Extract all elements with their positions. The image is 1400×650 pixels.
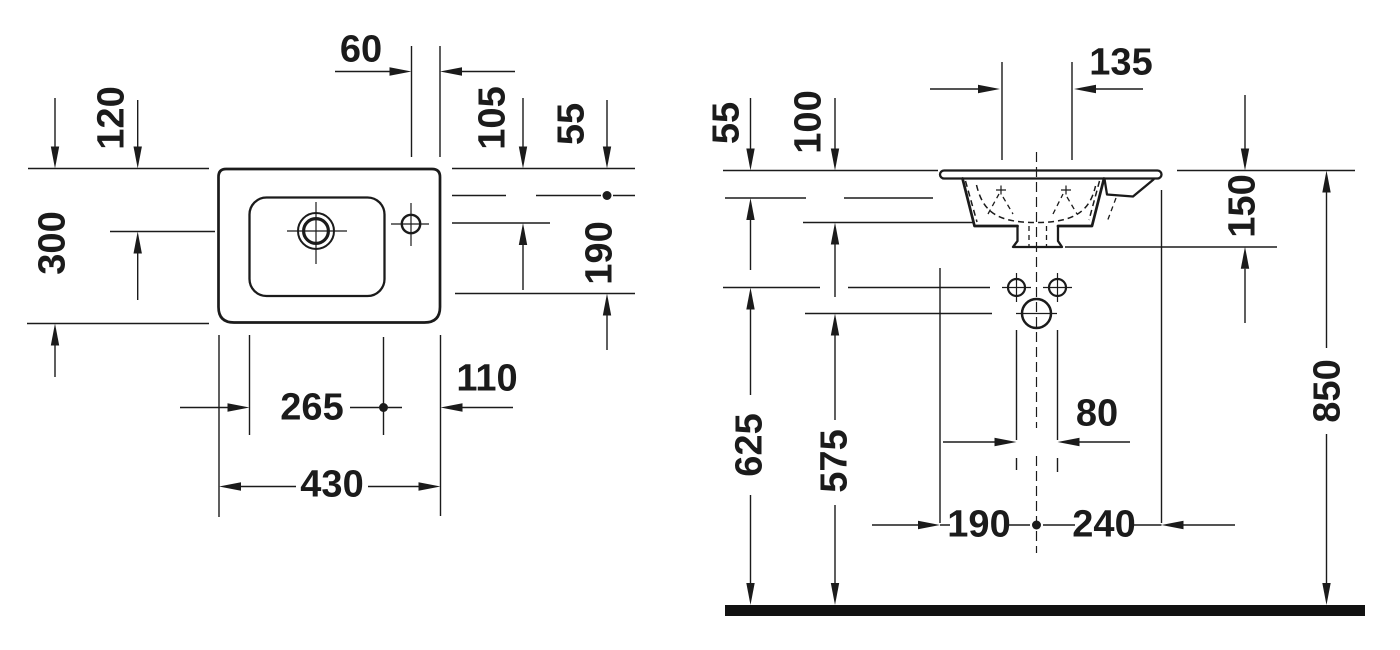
fixing-hole-left xyxy=(1002,273,1031,302)
dim-plan-depth-label: 300 xyxy=(31,211,73,274)
dim-plan-rim-to-bowl-label: 55 xyxy=(550,103,592,145)
front-view: 135 55 100 150 625 xyxy=(705,41,1365,616)
dim-front-axis-position: 190 240 xyxy=(872,503,1235,545)
body-profile xyxy=(961,177,1155,249)
outlet-hole xyxy=(1016,297,1057,330)
dim-plan-width: 430 xyxy=(219,463,441,505)
dim-front-fixing-spacing-label: 80 xyxy=(1076,392,1118,434)
plan-extension-lines xyxy=(27,46,635,517)
dim-plan-bowl-width: 265 xyxy=(180,386,402,428)
dim-front-install-height-label: 850 xyxy=(1306,359,1348,422)
fixing-bracket-right xyxy=(1052,185,1078,215)
hidden-lines xyxy=(964,180,1117,247)
dim-front-axis-to-edge-label: 240 xyxy=(1072,503,1135,545)
dim-front-fixing-height-label: 625 xyxy=(728,413,770,476)
dim-plan-rim-to-drain-label: 120 xyxy=(90,86,132,149)
dim-front-outlet-depth-label: 150 xyxy=(1221,174,1263,237)
basin-outline xyxy=(217,167,442,324)
dim-front-install-height: 850 xyxy=(1306,170,1348,605)
dim-plan-bowl-depth-label: 190 xyxy=(578,221,620,284)
fixing-bracket-left xyxy=(987,185,1014,215)
dim-front-ref-100: 100 xyxy=(787,90,840,297)
bowl-outline xyxy=(248,196,386,298)
dim-front-ref-100-label: 100 xyxy=(787,90,829,153)
dim-front-outlet-height-label: 575 xyxy=(813,429,855,492)
dim-plan-bowl-width-label: 265 xyxy=(280,386,343,428)
plan-view: 300 120 60 105 55 xyxy=(27,28,635,517)
dim-plan-rim-to-tap-label: 105 xyxy=(471,86,513,149)
dim-plan-bowl-to-edge: 110 xyxy=(440,357,518,412)
rim-profile xyxy=(938,169,1163,180)
dim-plan-bowl-depth: 190 xyxy=(578,221,620,350)
tap-deck-profile xyxy=(1103,177,1155,198)
dim-plan-tap-offset-label: 60 xyxy=(340,28,382,70)
dim-plan-width-label: 430 xyxy=(300,463,363,505)
tap-hole xyxy=(391,203,429,246)
dim-front-bowl-floor: 135 xyxy=(930,41,1153,94)
dim-front-bowl-floor-label: 135 xyxy=(1089,41,1152,83)
dim-front-outlet-height: 575 xyxy=(813,313,855,605)
dim-front-fixing-height: 625 xyxy=(728,287,770,605)
floor-line xyxy=(725,605,1365,616)
dim-plan-rim-to-tap: 105 xyxy=(471,86,528,290)
dim-plan-tap-offset: 60 xyxy=(335,28,515,76)
dim-front-ref-55: 55 xyxy=(705,98,755,270)
dim-plan-bowl-to-edge-label: 110 xyxy=(456,357,517,399)
front-extension-lines xyxy=(723,62,1355,523)
fixing-hole-right xyxy=(1043,273,1072,302)
dim-plan-rim-to-bowl: 55 xyxy=(550,100,612,200)
dim-plan-depth: 300 xyxy=(31,98,73,377)
dim-front-edge-to-axis-label: 190 xyxy=(947,503,1010,545)
dim-front-fixing-spacing: 80 xyxy=(943,392,1130,447)
dim-front-outlet-depth: 150 xyxy=(1221,95,1263,323)
drain-hole xyxy=(287,202,347,264)
dim-plan-rim-to-drain: 120 xyxy=(90,86,142,300)
dim-front-ref-55-label: 55 xyxy=(705,102,747,144)
